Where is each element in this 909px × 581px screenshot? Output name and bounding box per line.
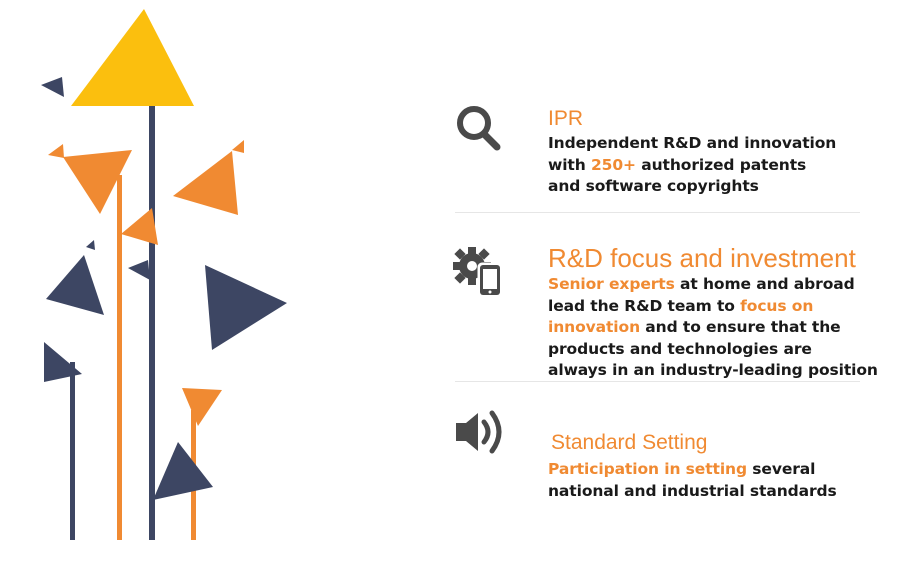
search-icon [457,106,501,151]
divider [455,381,860,382]
orange-triangle [173,151,238,215]
navy-triangle [46,255,104,315]
orange-triangle [121,208,158,245]
navy-small-triangle [128,260,150,280]
orange-small-triangle [232,140,244,153]
navy-stem [70,362,75,540]
navy-small-triangle [86,240,95,250]
navy-small-triangle [41,77,64,97]
body-line: innovation and to ensure that the [548,318,841,336]
body-line: national and industrial standards [548,481,837,500]
body-line: products and technologies are [548,339,812,358]
orange-stem [117,175,122,540]
section-rd-focus: R&D focus and investment Senior experts … [450,240,890,380]
section-body: Participation in setting several nationa… [548,459,837,502]
section-title: R&D focus and investment [548,243,856,273]
orange-flag [182,388,222,426]
orange-flag [63,150,132,214]
body-line: and software copyrights [548,177,759,195]
body-line: Senior experts at home and abroad [548,275,855,293]
yellow-triangle [71,9,194,106]
section-body: Independent R&D and innovation with 250+… [548,133,836,198]
body-line: lead the R&D team to focus on [548,296,814,315]
section-standard-setting: Standard Setting Participation in settin… [450,405,890,505]
navy-triangle [153,442,213,500]
navy-stem [149,104,155,540]
body-line: Independent R&D and innovation [548,134,837,152]
body-line: Participation in setting several [548,460,816,478]
orange-small-triangle [48,144,64,158]
section-title: Standard Setting [551,431,708,454]
section-ipr: IPR Independent R&D and innovation with … [450,103,890,203]
section-title: IPR [548,107,584,130]
navy-triangle [44,342,82,382]
decorative-arrows-illustration [41,9,287,540]
navy-triangle [205,265,287,350]
speaker-icon [456,410,502,454]
divider [455,212,860,213]
body-line: always in an industry-leading position [548,361,878,379]
body-line: with 250+ authorized patents [548,155,807,174]
section-body: Senior experts at home and abroad lead t… [548,274,878,382]
gear-phone-icon [453,247,503,298]
